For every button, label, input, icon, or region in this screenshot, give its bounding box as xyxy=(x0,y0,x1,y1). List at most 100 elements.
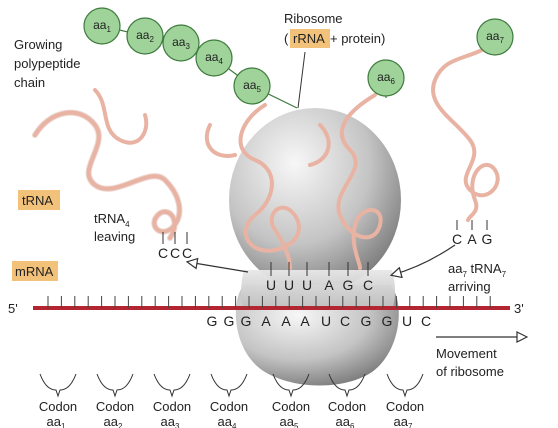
aa7-trna-arriving-label: aa7 tRNA7 arriving xyxy=(448,261,507,294)
amino-acid-6-label: aa6 xyxy=(377,70,395,86)
amino-acid-4-label: aa4 xyxy=(205,50,223,66)
codon-6-aa: aa6 xyxy=(336,414,355,428)
ribosome-title: Ribosome xyxy=(284,11,343,26)
leaving-anticodon-base-3: C xyxy=(182,245,192,261)
codon-5-aa: aa5 xyxy=(280,414,299,428)
leaving-anticodon-base-1: C xyxy=(158,245,168,261)
codon-6-word: Codon xyxy=(328,399,366,414)
mrna-base-12: C xyxy=(421,313,431,329)
trna-p-site-strand xyxy=(238,103,301,270)
movement-label: Movement of ribosome xyxy=(436,346,504,379)
leaving-anticodon-base-2: C xyxy=(170,245,180,261)
mrna-ticks xyxy=(47,296,491,308)
mrna-base-1: G xyxy=(207,313,218,329)
amino-acid-7-label: aa7 xyxy=(486,29,504,45)
trna-label: tRNA xyxy=(18,190,60,210)
trna-arriving-strand xyxy=(431,43,500,222)
trna-leaving-arrow xyxy=(188,262,249,273)
arriving-anticodon-base-1: C xyxy=(452,231,462,247)
trna-arriving-arrow xyxy=(392,244,456,275)
ribosome-small-subunit xyxy=(235,285,399,386)
trna-leaving-label: tRNA4 leaving xyxy=(94,211,135,244)
codon-3-word: Codon xyxy=(153,399,191,414)
growing-chain-line-2: polypeptide xyxy=(14,56,81,71)
ribosome-open-paren: ( xyxy=(284,31,289,46)
codon-4-aa: aa4 xyxy=(218,414,237,428)
amino-acids: aa1 aa2 aa3 aa4 aa5 aa6 aa7 xyxy=(83,7,514,105)
trna-label-text: tRNA xyxy=(22,193,53,208)
amino-acid-5-circle xyxy=(233,67,271,105)
amino-acid-2-circle xyxy=(126,17,164,55)
codon-4-word: Codon xyxy=(210,399,248,414)
codon-5-word: Codon xyxy=(272,399,310,414)
rrna-label: rRNA xyxy=(293,31,325,46)
ribosome-anticodon-base-5: G xyxy=(343,277,354,293)
codon-6-brace xyxy=(328,373,366,398)
codon-2-brace xyxy=(96,373,134,398)
three-prime-label: 3' xyxy=(514,301,524,316)
trna-p-site-strand-2 xyxy=(204,123,237,158)
trna-a-site-strand xyxy=(336,93,383,270)
amino-acid-3-label: aa3 xyxy=(172,35,190,51)
mrna-label-text: mRNA xyxy=(15,264,54,279)
movement-arrows xyxy=(188,244,526,337)
amino-acid-7-circle xyxy=(476,18,514,56)
amino-acid-3-circle xyxy=(162,24,200,62)
mrna-base-7: U xyxy=(321,313,331,329)
ribosome-label: Ribosome ( rRNA + protein) xyxy=(284,11,385,109)
ribosome-anticodon-base-1: U xyxy=(266,277,276,293)
codon-2-word: Codon xyxy=(96,399,134,414)
codon-1-brace xyxy=(39,373,77,398)
amino-acid-1-label: aa1 xyxy=(93,18,111,34)
ribosome-large-subunit xyxy=(229,108,401,292)
trna-leaving-prefix: tRNA4 xyxy=(94,211,130,229)
ribosome-anticodon-base-2: U xyxy=(284,277,294,293)
trna-left-strand xyxy=(33,110,182,240)
codon-3-aa: aa3 xyxy=(161,414,180,428)
movement-line-2: of ribosome xyxy=(436,364,504,379)
mrna-label: mRNA xyxy=(12,261,58,281)
arriving-anticodon-base-3: G xyxy=(482,231,493,247)
mrna-base-8: C xyxy=(340,313,350,329)
rrna-highlight xyxy=(290,29,330,48)
codon-1-aa: aa1 xyxy=(47,414,66,428)
mrna-base-11: U xyxy=(402,313,412,329)
ribosome-anticodon-base-4: A xyxy=(324,277,334,293)
amino-acid-1-circle xyxy=(83,7,121,45)
growing-chain-line-1: Growing xyxy=(14,37,62,52)
growing-chain-line-3: chain xyxy=(14,75,45,90)
mrna-base-2: G xyxy=(224,313,235,329)
growing-chain-label: Growing polypeptide chain xyxy=(14,37,81,90)
ribosome-anticodon-base-3: U xyxy=(302,277,312,293)
arriving-anticodon-base-2: A xyxy=(467,231,477,247)
trna-left-strand-2 xyxy=(93,88,149,145)
codon-7-aa: aa7 xyxy=(394,414,413,428)
codon-labels: Codonaa1Codonaa2Codonaa3Codonaa4Codonaa5… xyxy=(39,373,424,428)
amino-acid-6-circle xyxy=(367,59,405,97)
trna-a-site-strand-2 xyxy=(308,123,331,167)
codon-5-brace xyxy=(272,373,310,398)
trna-molecules xyxy=(32,43,500,270)
movement-line-1: Movement xyxy=(436,346,497,361)
codon-1-word: Codon xyxy=(39,399,77,414)
amino-acid-5-label: aa5 xyxy=(243,78,261,94)
codon-7-word: Codon xyxy=(386,399,424,414)
amino-acid-2-label: aa2 xyxy=(136,28,154,44)
ribosome-composition: + protein) xyxy=(330,31,385,46)
mrna-strand: 5' 3' xyxy=(8,296,524,316)
codon-4-brace xyxy=(210,373,248,398)
mrna-base-9: G xyxy=(361,313,372,329)
mrna-base-10: G xyxy=(382,313,393,329)
codon-2-aa: aa2 xyxy=(104,414,123,428)
mrna-base-3: G xyxy=(241,313,252,329)
amino-acid-4-circle xyxy=(195,39,233,77)
trna-leaving-word: leaving xyxy=(94,229,135,244)
ribosome-anticodon-base-6: C xyxy=(363,277,373,293)
mrna-base-5: A xyxy=(281,313,291,329)
arriving-word: arriving xyxy=(448,279,491,294)
mrna-base-6: A xyxy=(300,313,310,329)
codon-3-brace xyxy=(153,373,191,398)
